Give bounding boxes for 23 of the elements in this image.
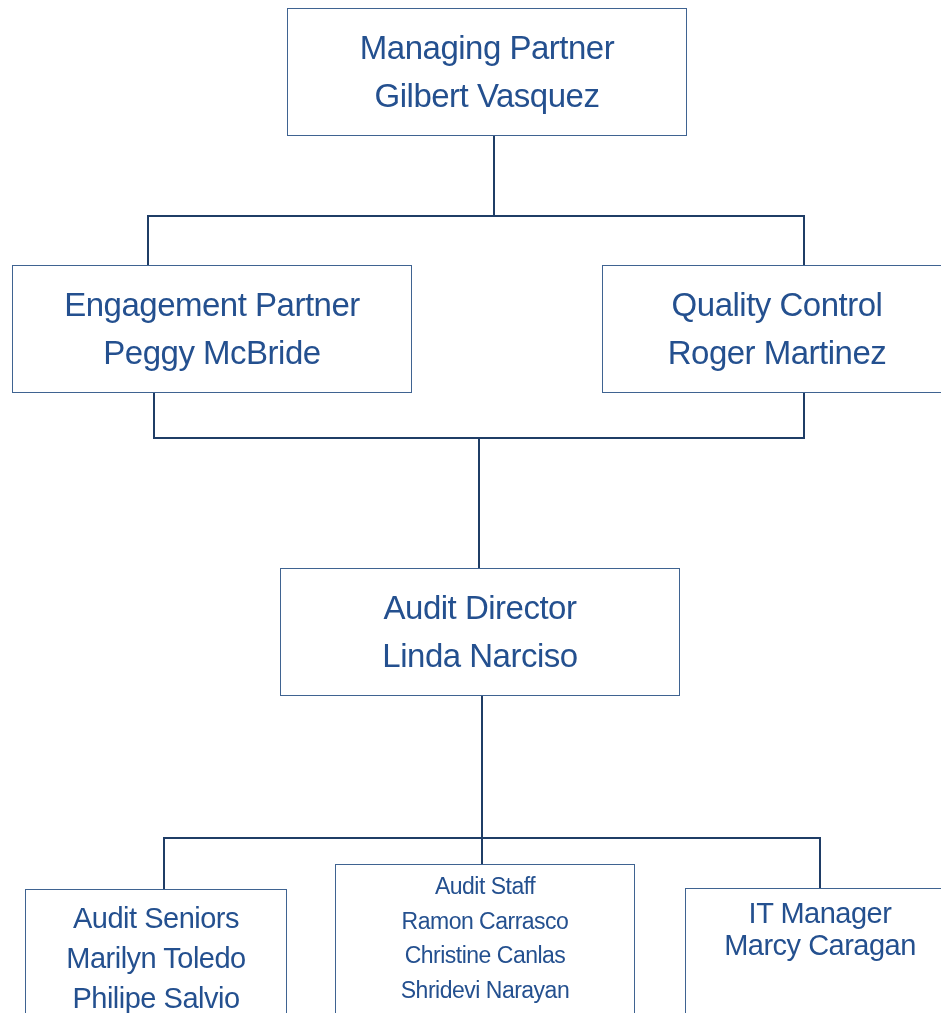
org-box — [335, 864, 635, 1013]
person-name: Linda Narciso — [382, 636, 578, 676]
org-box — [280, 568, 680, 696]
role-title: Managing Partner — [359, 28, 615, 69]
role-title: Quality Control — [671, 285, 883, 326]
role-title: Audit Seniors — [73, 901, 239, 936]
org-box — [287, 8, 687, 136]
org-box — [602, 265, 941, 393]
person-name: Marcy Caragan — [724, 929, 916, 962]
person-name: Gilbert Vasquez — [374, 76, 600, 116]
person-name: Christine Canlas — [404, 941, 566, 970]
role-title: Audit Staff — [434, 872, 536, 901]
person-name: Ramon Carrasco — [401, 906, 569, 936]
org-box — [12, 265, 412, 393]
role-title: Engagement Partner — [64, 285, 360, 326]
role-title: Audit Director — [383, 588, 577, 629]
org-box — [685, 888, 941, 1013]
org-box — [25, 889, 287, 1013]
person-name: Peggy McBride — [103, 333, 321, 373]
person-name: Marilyn Toledo — [66, 941, 246, 976]
person-name: Roger Martinez — [667, 333, 887, 373]
person-name: Shridevi Narayan — [400, 975, 570, 1005]
role-title: IT Manager — [748, 897, 892, 930]
